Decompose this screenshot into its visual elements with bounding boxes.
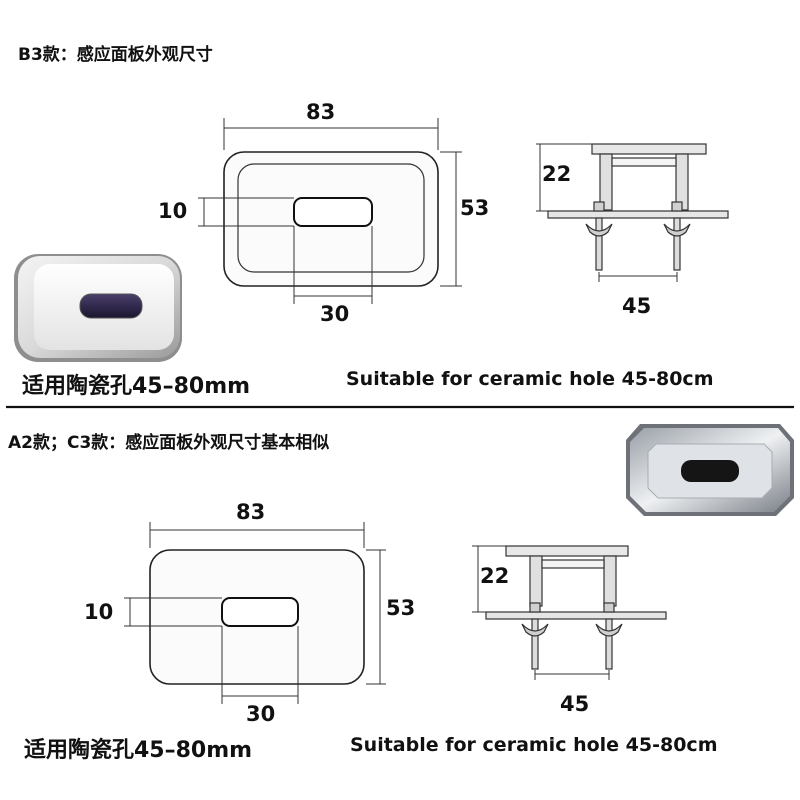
b3-width-label: 83 [306, 100, 336, 124]
a2-side-dimensions [472, 545, 610, 680]
b3-width-dimension [223, 118, 439, 150]
a2-panel-photo [626, 424, 794, 516]
b3-window-width-dimension [293, 226, 373, 304]
a2-side-height-label: 22 [480, 564, 510, 588]
a2-side-view [485, 545, 667, 670]
a2-window-height-dimension [124, 597, 222, 627]
b3-caption-cn: 适用陶瓷孔45–80mm [22, 374, 251, 399]
a2-caption-cn: 适用陶瓷孔45–80mm [24, 738, 253, 763]
a2-height-dimension [366, 549, 386, 685]
b3-side-spacing-label: 45 [622, 294, 652, 318]
b3-side-dimensions [536, 143, 678, 282]
a2-caption-en: Suitable for ceramic hole 45-80cm [350, 734, 718, 756]
b3-height-dimension [440, 151, 462, 287]
a2-front-panel [149, 549, 365, 685]
a2-window-height-label: 10 [84, 600, 114, 624]
a2-height-label: 53 [386, 596, 416, 620]
b3-window-height-label: 10 [158, 199, 188, 223]
a2-window-width-label: 30 [246, 702, 276, 726]
b3-window-width-label: 30 [320, 302, 350, 326]
b3-side-view [547, 143, 729, 271]
b3-caption-en: Suitable for ceramic hole 45-80cm [346, 368, 714, 390]
b3-window-height-dimension [198, 197, 294, 227]
a2-title: A2款；C3款：感应面板外观尺寸基本相似 [8, 433, 330, 453]
b3-side-height-label: 22 [542, 162, 572, 186]
a2-side-spacing-label: 45 [560, 692, 590, 716]
a2-window-width-dimension [221, 626, 299, 704]
a2-width-label: 83 [236, 500, 266, 524]
b3-panel-photo [14, 254, 182, 362]
b3-front-panel [223, 151, 439, 287]
b3-height-label: 53 [460, 196, 490, 220]
b3-title: B3款：感应面板外观尺寸 [18, 45, 213, 65]
a2-width-dimension [149, 522, 365, 548]
